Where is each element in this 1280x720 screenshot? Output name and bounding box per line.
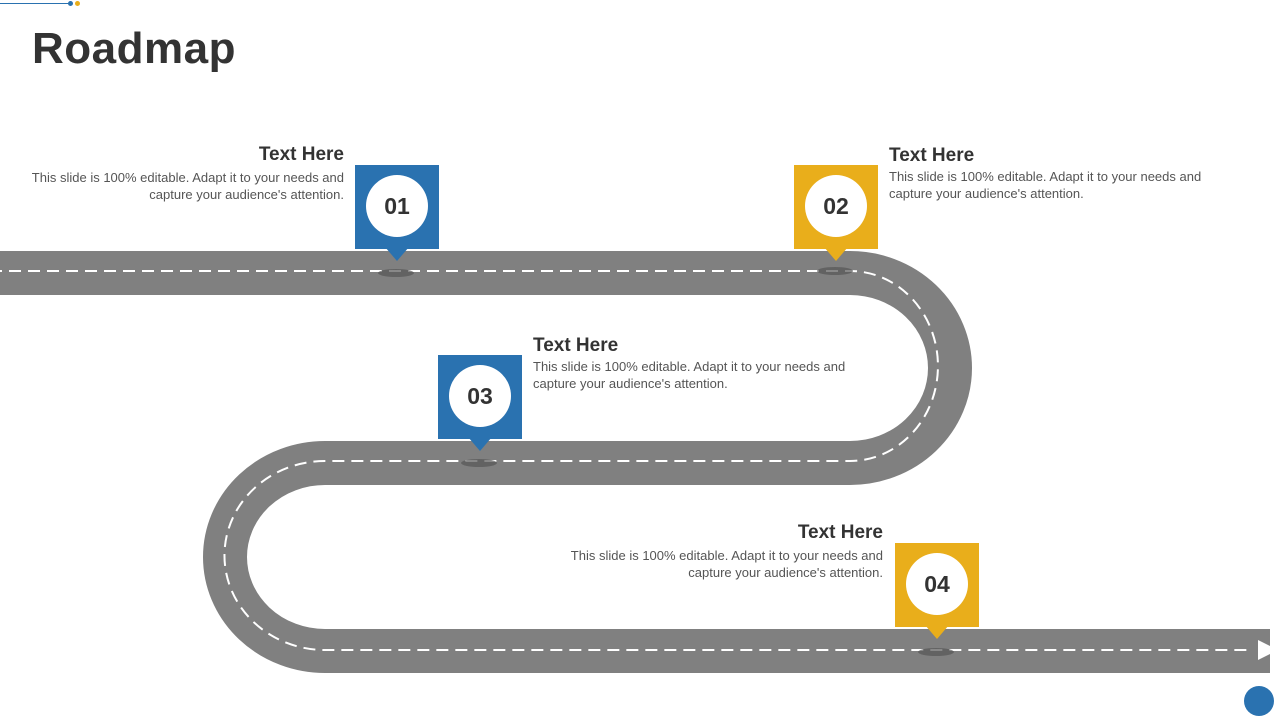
step-3-marker: 03 bbox=[438, 355, 522, 451]
marker-shadow-3 bbox=[461, 459, 497, 467]
step-3-pointer bbox=[468, 437, 492, 451]
step-1-number: 01 bbox=[366, 175, 428, 237]
step-2-heading: Text Here bbox=[889, 145, 975, 166]
corner-dot-icon bbox=[1244, 686, 1274, 716]
step-3-description: This slide is 100% editable. Adapt it to… bbox=[533, 359, 846, 391]
step-1-heading: Text Here bbox=[258, 144, 344, 165]
step-2-pointer bbox=[824, 247, 848, 261]
step-4-description: This slide is 100% editable. Adapt it to… bbox=[570, 548, 883, 580]
step-4-pointer bbox=[925, 625, 949, 639]
step-4-marker: 04 bbox=[895, 543, 979, 639]
top-accent-dot-yellow bbox=[75, 1, 80, 6]
marker-shadow-1 bbox=[378, 269, 414, 277]
marker-shadow-4 bbox=[918, 648, 954, 656]
step-4-heading: Text Here bbox=[797, 522, 883, 543]
step-3-number: 03 bbox=[449, 365, 511, 427]
step-2-marker: 02 bbox=[794, 165, 878, 261]
step-1-pointer bbox=[385, 247, 409, 261]
top-accent-line bbox=[0, 3, 70, 4]
page-title: Roadmap bbox=[32, 24, 236, 73]
marker-shadow-2 bbox=[817, 267, 853, 275]
road-lane-marking bbox=[0, 270, 1250, 651]
road bbox=[0, 251, 1270, 673]
top-accent-dot-blue bbox=[68, 1, 73, 6]
road-arrow-icon bbox=[1258, 640, 1278, 660]
step-4-number: 04 bbox=[906, 553, 968, 615]
step-2-description: This slide is 100% editable. Adapt it to… bbox=[889, 169, 1202, 201]
step-1-description: This slide is 100% editable. Adapt it to… bbox=[31, 170, 344, 202]
step-3-heading: Text Here bbox=[533, 335, 619, 356]
step-1-marker: 01 bbox=[355, 165, 439, 261]
step-2-number: 02 bbox=[805, 175, 867, 237]
